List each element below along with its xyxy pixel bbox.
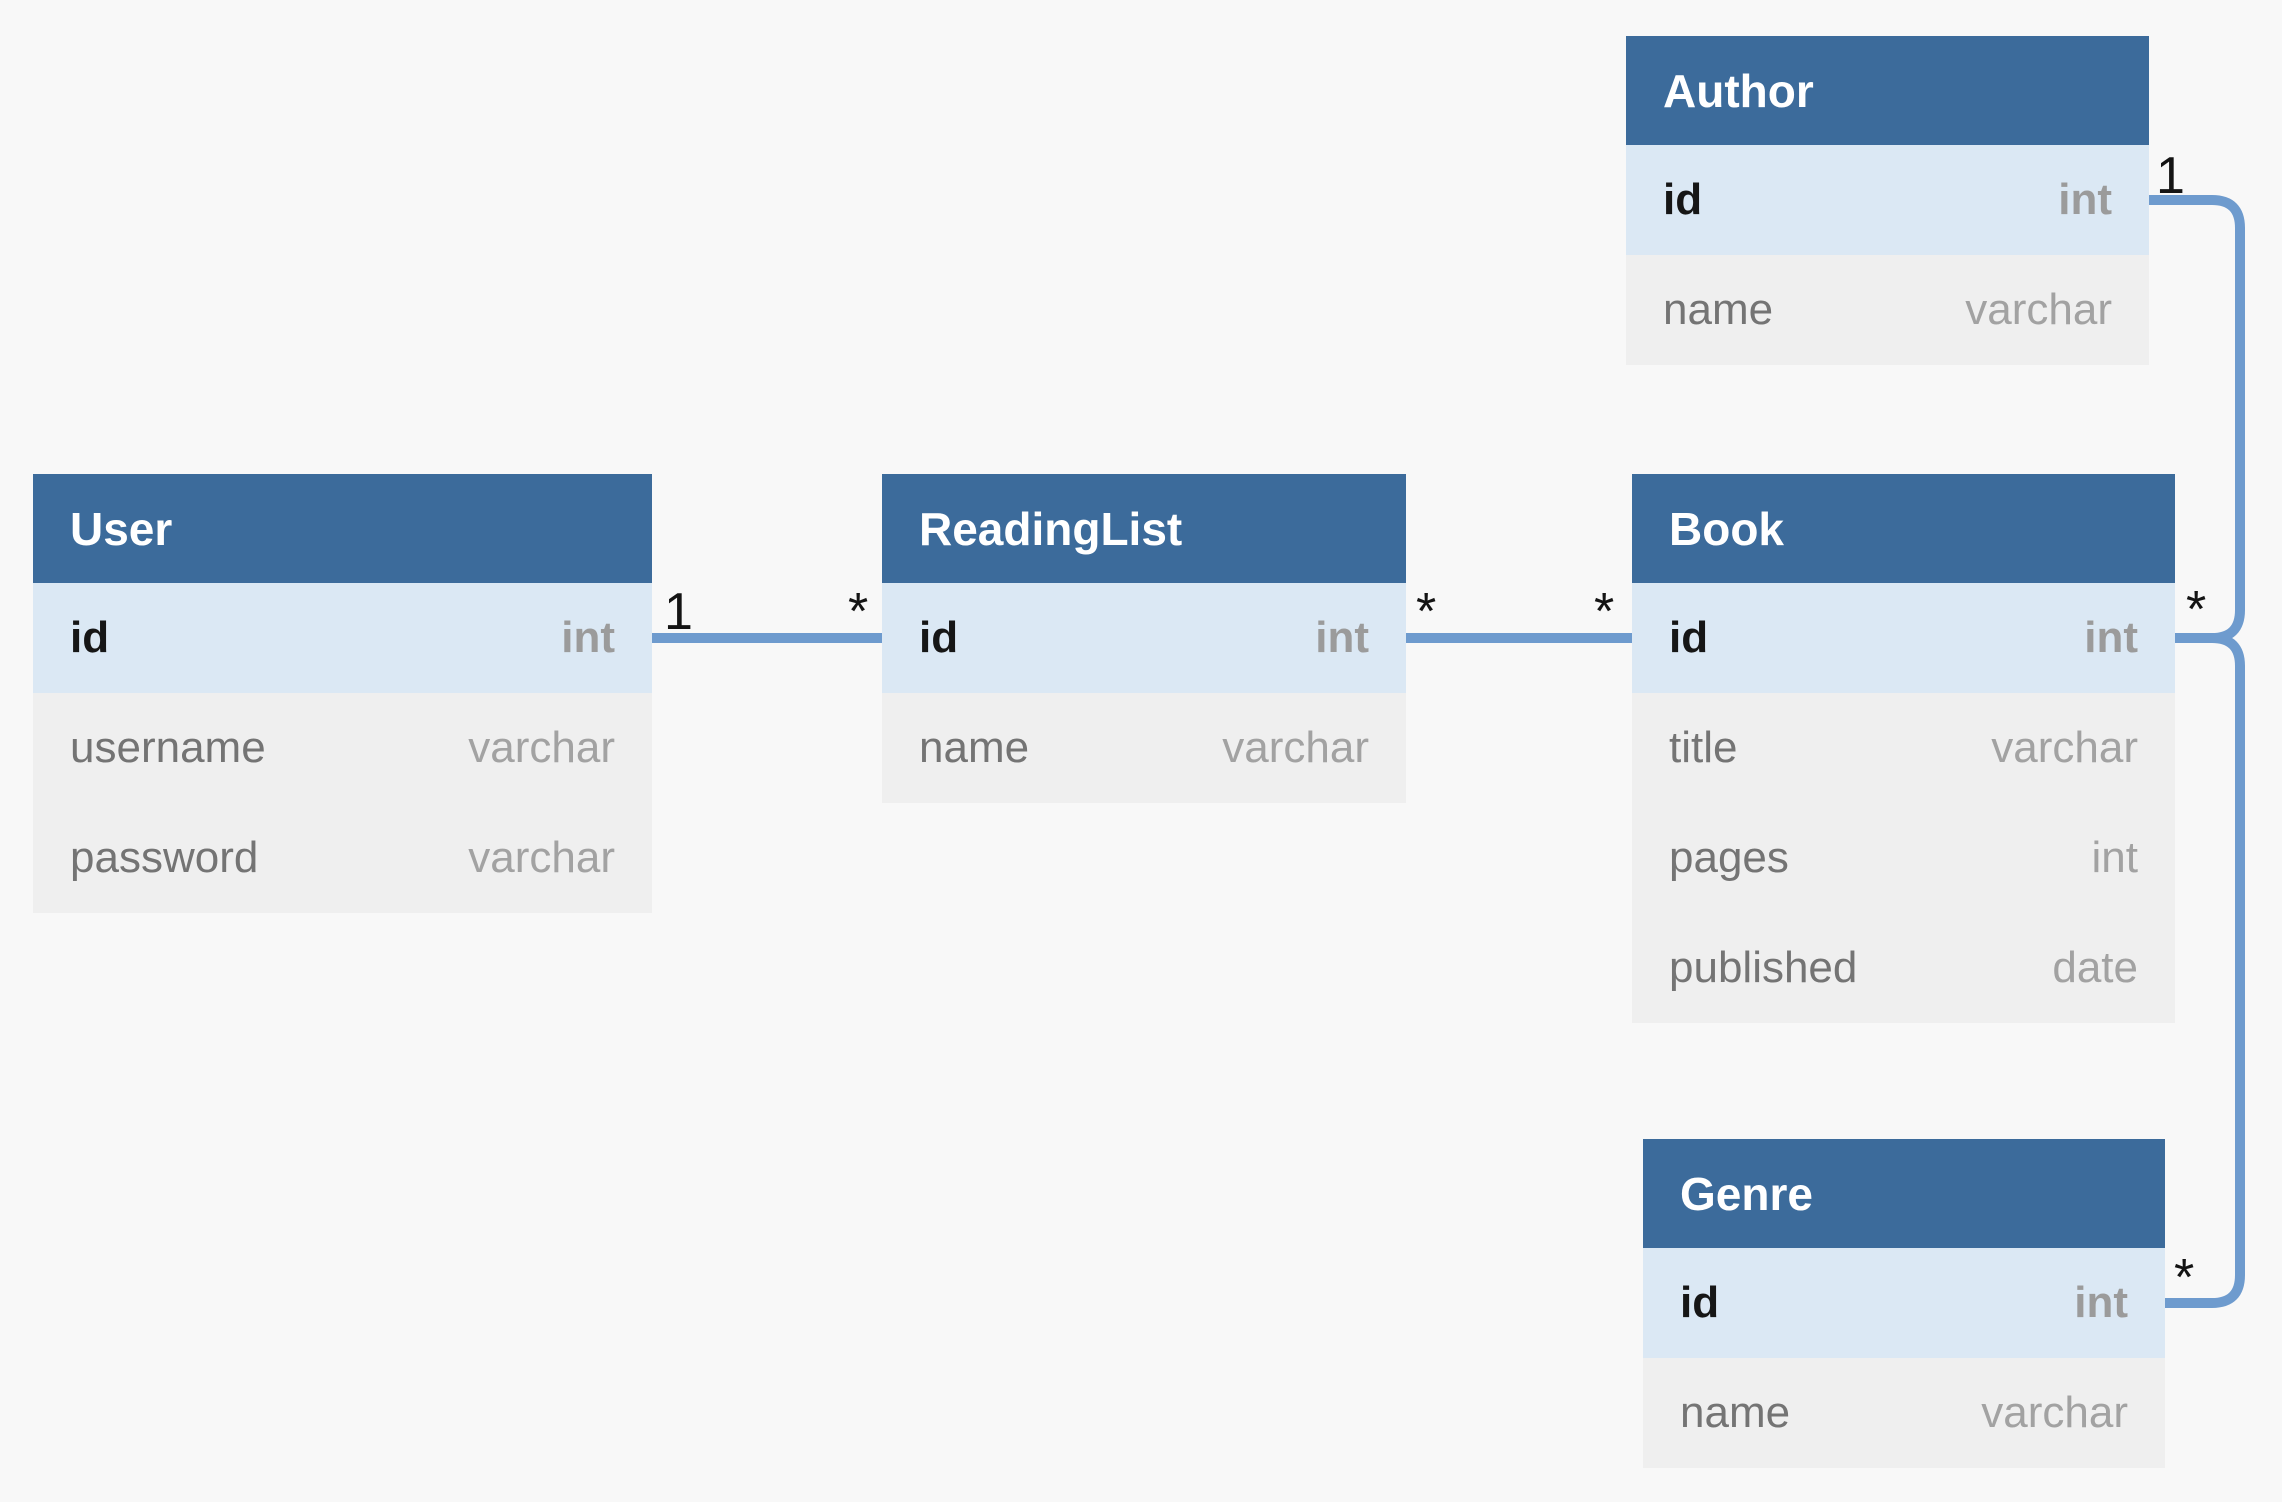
entity-table-readinglist[interactable]: ReadingList id int name varchar [882,474,1406,803]
entity-table-author[interactable]: Author id int name varchar [1626,36,2149,365]
entity-title: Book [1632,474,2175,583]
table-row: published date [1632,913,2175,1023]
entity-title: User [33,474,652,583]
attribute-type: int [561,613,615,662]
table-row: id int [1632,583,2175,693]
table-row: name varchar [882,693,1406,803]
attribute-type: varchar [1991,723,2138,772]
entity-title: Author [1626,36,2149,145]
cardinality-label-readinglist-left: * [848,583,869,641]
attribute-name: id [1669,613,1709,662]
cardinality-label-readinglist-right: * [1416,583,1437,641]
attribute-type: int [1315,613,1369,662]
cardinality-label-book-right: * [2186,581,2207,639]
attribute-name: id [70,613,110,662]
attribute-name: name [919,723,1030,772]
attribute-type: varchar [468,723,615,772]
table-row: id int [882,583,1406,693]
attribute-name: name [1680,1388,1791,1437]
attribute-name: id [919,613,959,662]
attribute-type: varchar [1981,1388,2128,1437]
table-row: name varchar [1626,255,2149,365]
attribute-name: username [70,723,266,772]
attribute-type: int [2058,175,2112,224]
cardinality-label-author: 1 [2156,147,2185,205]
attribute-name: id [1680,1278,1720,1327]
attribute-type: int [2084,613,2138,662]
attribute-name: title [1669,723,1738,772]
relationship-line-book-genre [2165,633,2245,1308]
entity-title-text: Genre [1680,1167,1813,1220]
table-row: pages int [1632,803,2175,913]
entity-title-text: Book [1669,502,1784,555]
attribute-name: published [1669,943,1858,992]
attribute-type: int [2091,833,2138,882]
attribute-name: pages [1669,833,1789,882]
table-row: name varchar [1643,1358,2165,1468]
table-row: id int [1626,145,2149,255]
entity-table-genre[interactable]: Genre id int name varchar [1643,1139,2165,1468]
attribute-type: varchar [468,833,615,882]
entity-table-user[interactable]: User id int username varchar password va… [33,474,652,913]
cardinality-label-user: 1 [664,583,693,641]
entity-table-book[interactable]: Book id int title varchar pages int publ… [1632,474,2175,1023]
cardinality-label-book-left: * [1594,583,1615,641]
entity-title: Genre [1643,1139,2165,1248]
attribute-name: password [70,833,259,882]
table-row: id int [33,583,652,693]
table-row: title varchar [1632,693,2175,803]
attribute-type: int [2074,1278,2128,1327]
attribute-type: varchar [1222,723,1369,772]
table-row: id int [1643,1248,2165,1358]
attribute-name: id [1663,175,1703,224]
attribute-type: date [2052,943,2138,992]
entity-title-text: Author [1663,64,1814,117]
entity-title-text: User [70,502,173,555]
entity-title: ReadingList [882,474,1406,583]
entity-title-text: ReadingList [919,502,1183,555]
table-row: username varchar [33,693,652,803]
attribute-name: name [1663,285,1774,334]
cardinality-label-genre: * [2174,1249,2195,1307]
attribute-type: varchar [1965,285,2112,334]
table-row: password varchar [33,803,652,913]
